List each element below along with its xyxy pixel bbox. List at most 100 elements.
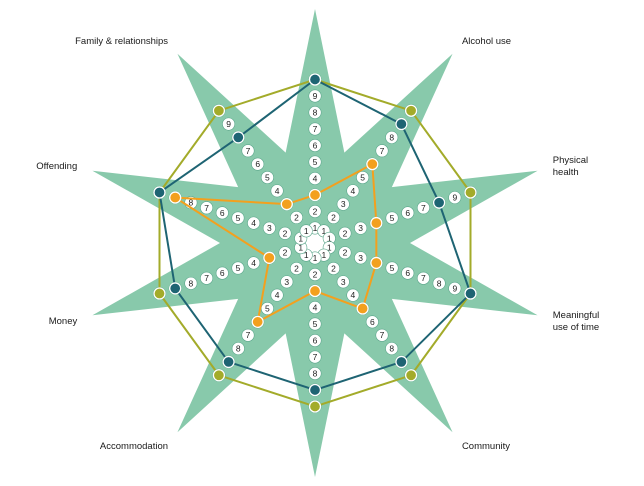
series-3-point-physical-health [370,216,383,230]
tick-label-offending-7: 7 [204,203,209,213]
series-3-point-emotional-health [308,284,322,298]
tick-circle-family-and-relationships-7 [241,144,255,158]
series-1-point-community [404,369,418,382]
series-3-point-drug-use [308,188,322,202]
tick-circle-drug-use-4 [308,172,322,186]
series-2-point-money [169,282,182,295]
axis-ticks: 1234567891012345678910123456789101234567… [153,73,477,413]
tick-circle-community-7 [375,328,389,342]
series-3-point-community [356,302,369,315]
tick-label-accommodation-8: 8 [236,344,241,354]
tick-circle-drug-use-8 [308,106,322,120]
tick-circle-physical-health-6 [401,206,415,220]
tick-circle-drug-use-6 [308,139,322,153]
tick-circle-community-6 [365,315,379,329]
tick-label-community-8: 8 [389,344,394,354]
tick-label-drug-use-9: 9 [313,91,318,101]
tick-label-physical-health-6: 6 [405,208,410,218]
tick-circle-emotional-health-7 [308,350,322,364]
tick-label-offending-1: 1 [298,233,303,243]
tick-label-emotional-health-8: 8 [313,369,318,379]
tick-label-emotional-health-6: 6 [313,336,318,346]
axis-label-line: Money [49,316,78,327]
tick-circle-alcohol-use-8 [385,130,399,144]
tick-circle-community-4 [346,288,360,302]
series-2-point-alcohol-use [395,117,408,131]
tick-label-drug-use-6: 6 [313,141,318,151]
tick-circle-emotional-health-4 [308,300,322,314]
tick-label-community-7: 7 [380,330,385,340]
tick-circle-emotional-health-6 [308,333,322,347]
tick-circle-family-and-relationships-6 [251,157,265,171]
tick-label-accommodation-4: 4 [275,290,280,300]
tick-label-community-4: 4 [351,290,356,300]
tick-label-drug-use-7: 7 [313,124,318,134]
tick-label-drug-use-1: 1 [313,223,318,233]
tick-label-offending-3: 3 [267,223,272,233]
tick-circle-physical-health-5 [385,211,399,225]
tick-circle-emotional-health-5 [308,317,322,331]
tick-circle-alcohol-use-4 [346,184,360,198]
tick-label-meaningful-use-of-time-6: 6 [405,268,410,278]
tick-label-physical-health-2: 2 [343,228,348,238]
axis-label-offending: Offending [36,161,77,172]
tick-circle-money-7 [200,271,214,285]
tick-circle-alcohol-use-7 [375,144,389,158]
tick-circle-family-and-relationships-1 [299,224,313,238]
tick-label-offending-6: 6 [220,208,225,218]
tick-circle-family-and-relationships-2 [289,211,303,225]
axis-label-line: use of time [553,322,599,333]
tick-circle-offending-6 [215,206,229,220]
axis-label-money: Money [49,316,78,327]
tick-label-money-1: 1 [298,243,303,253]
series-3-point-family-and-relationships [280,198,293,211]
series-2-point-family-and-relationships [232,131,245,144]
tick-label-offending-4: 4 [251,218,256,228]
tick-label-physical-health-3: 3 [358,223,363,233]
tick-circle-drug-use-9 [308,89,322,103]
tick-label-family-and-relationships-9: 9 [226,119,231,129]
tick-label-community-6: 6 [370,317,375,327]
tick-circle-emotional-health-8 [308,366,322,380]
series-3-point-meaningful-use-of-time [370,256,383,270]
tick-label-offending-8: 8 [189,198,194,208]
tick-label-meaningful-use-of-time-9: 9 [452,283,457,293]
axis-label-line: Offending [36,161,77,172]
series-1-point-physical-health [464,186,477,199]
tick-circle-family-and-relationships-5 [260,170,274,184]
tick-circle-drug-use-5 [308,155,322,169]
tick-label-physical-health-5: 5 [390,213,395,223]
tick-label-accommodation-3: 3 [284,277,289,287]
tick-label-offending-2: 2 [283,228,288,238]
tick-label-family-and-relationships-7: 7 [246,146,251,156]
axis-label-line: Physical [553,155,588,166]
tick-circle-accommodation-2 [289,261,303,275]
tick-label-accommodation-7: 7 [246,330,251,340]
tick-circle-physical-health-2 [338,226,352,240]
tick-label-family-and-relationships-5: 5 [265,172,270,182]
tick-label-physical-health-7: 7 [421,203,426,213]
tick-label-meaningful-use-of-time-8: 8 [437,278,442,288]
tick-circle-offending-4 [247,216,261,230]
tick-label-money-4: 4 [251,258,256,268]
axis-label-line: Family & relationships [75,36,168,47]
series-layer [153,73,477,413]
axis-label-family-and-relationships: Family & relationships [75,36,168,47]
axis-label-alcohol-use: Alcohol use [462,36,511,47]
tick-label-physical-health-1: 1 [327,233,332,243]
tick-circle-money-6 [215,266,229,280]
tick-label-meaningful-use-of-time-3: 3 [358,253,363,263]
tick-label-money-5: 5 [236,263,241,273]
tick-circle-meaningful-use-of-time-2 [338,246,352,260]
tick-label-meaningful-use-of-time-1: 1 [327,243,332,253]
tick-circle-accommodation-7 [241,328,255,342]
series-1-point-family-and-relationships [212,104,226,117]
tick-circle-accommodation-5 [260,302,274,316]
tick-label-alcohol-use-2: 2 [331,213,336,223]
tick-circle-community-3 [336,275,350,289]
tick-circle-alcohol-use-5 [356,170,370,184]
tick-circle-meaningful-use-of-time-3 [354,251,368,265]
tick-circle-accommodation-4 [270,288,284,302]
tick-circle-accommodation-8 [231,342,245,356]
